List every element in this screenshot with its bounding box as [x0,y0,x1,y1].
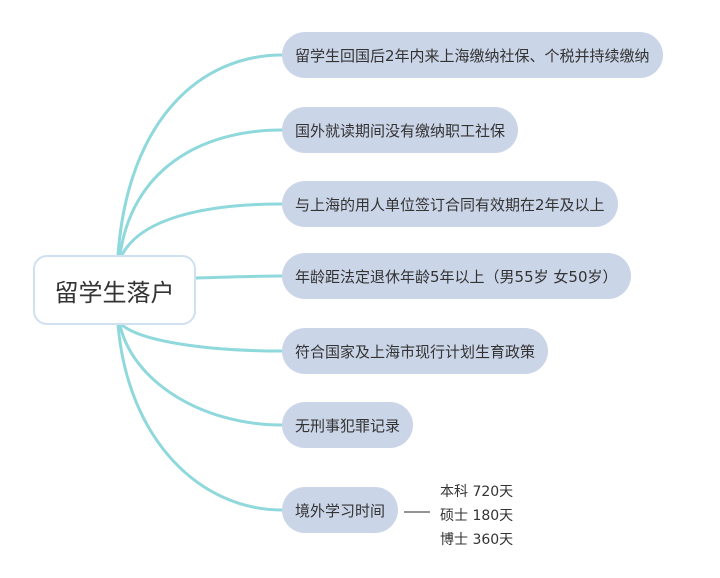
sub-item-master: 硕士 180天 [440,508,514,524]
connector-3 [120,202,283,256]
connector-4 [195,274,283,280]
branch-no-criminal-record[interactable]: 无刑事犯罪记录 [282,402,414,448]
connector-1 [116,53,283,256]
study-time-list: 本科 720天 硕士 180天 博士 360天 [440,480,550,552]
branch-employment-contract[interactable]: 与上海的用人单位签订合同有效期在2年及以上 [282,181,618,227]
connector-2 [118,128,283,256]
connector-5 [121,323,283,353]
branch-return-social-security[interactable]: 留学生回国后2年内来上海缴纳社保、个税并持续缴纳 [282,32,663,78]
branch-age-requirement[interactable]: 年龄距法定退休年龄5年以上（男55岁 女50岁） [282,253,631,299]
branch-overseas-study-time[interactable]: 境外学习时间 [282,487,399,533]
connector-7 [116,324,283,512]
connector-6 [118,324,283,427]
sub-item-bachelor: 本科 720天 [440,484,514,500]
root-node[interactable]: 留学生落户 [33,255,196,325]
sub-item-doctor: 博士 360天 [440,532,514,548]
branch-family-planning[interactable]: 符合国家及上海市现行计划生育政策 [282,328,549,374]
branch-no-overseas-social-security[interactable]: 国外就读期间没有缴纳职工社保 [282,107,519,153]
